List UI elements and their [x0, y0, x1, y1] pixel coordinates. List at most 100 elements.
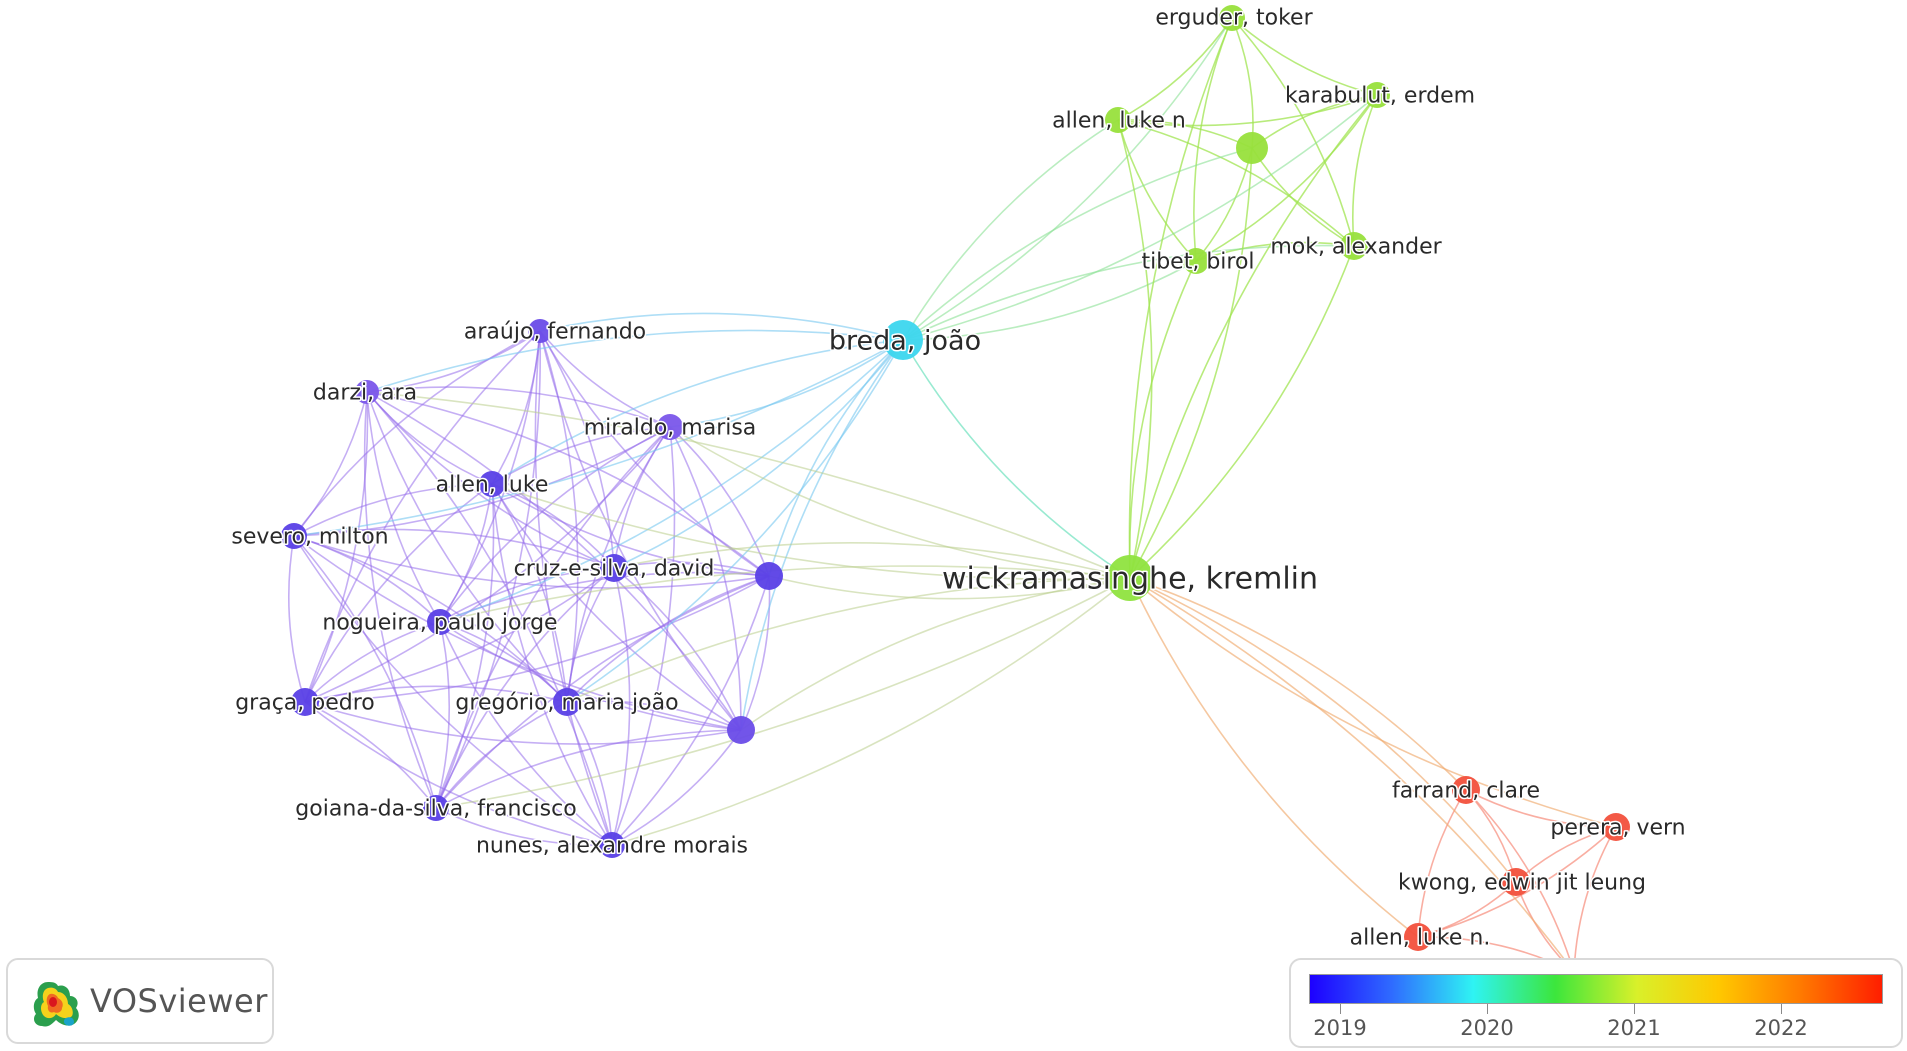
network-edge	[669, 339, 904, 428]
legend-tick	[1634, 1004, 1635, 1014]
network-node-allenlukeNdot[interactable]	[1404, 923, 1432, 951]
network-edge	[435, 621, 451, 809]
network-edge	[491, 483, 770, 577]
network-edge	[366, 391, 1131, 579]
network-edge	[439, 621, 568, 703]
network-edge	[435, 426, 671, 809]
network-edge	[1117, 17, 1233, 121]
network-edge	[1465, 789, 1517, 883]
network-node-goiana[interactable]	[423, 795, 449, 821]
network-edge	[613, 542, 1131, 579]
network-edge	[539, 330, 671, 428]
network-edge	[435, 701, 568, 809]
network-edge	[669, 426, 1131, 579]
network-edge	[1573, 826, 1617, 973]
node-label-kwong: kwong, edwin jit leung	[1398, 871, 1646, 896]
network-edge	[1117, 119, 1197, 262]
network-edge	[366, 391, 441, 623]
node-label-miraldo: miraldo, marisa	[584, 416, 757, 441]
network-edge	[1193, 17, 1233, 262]
network-edge	[287, 535, 306, 703]
network-node-darzi[interactable]	[355, 380, 379, 404]
network-node-graca[interactable]	[291, 688, 319, 716]
network-node-miraldo[interactable]	[657, 414, 683, 440]
network-edge	[366, 391, 770, 577]
network-edge	[491, 483, 568, 703]
network-node-unl3[interactable]	[1236, 132, 1268, 164]
network-node-perera[interactable]	[1602, 813, 1630, 841]
network-edge	[439, 567, 615, 623]
network-edge	[293, 483, 493, 537]
network-node-wick[interactable]	[1107, 555, 1153, 601]
network-edge	[304, 426, 671, 703]
network-edge	[566, 577, 1131, 703]
network-edge	[435, 330, 542, 809]
network-edge	[491, 483, 742, 731]
network-edge	[293, 535, 437, 809]
network-edge	[1465, 789, 1575, 973]
network-edge	[304, 330, 541, 703]
network-edge	[366, 391, 568, 703]
network-edge	[1117, 119, 1355, 247]
network-node-nunes[interactable]	[599, 832, 625, 858]
node-label-wick: wickramasinghe, kremlin	[942, 562, 1318, 597]
network-edge	[566, 701, 613, 846]
network-node-farrand[interactable]	[1452, 776, 1480, 804]
network-node-erguder[interactable]	[1219, 5, 1245, 31]
network-edge	[1352, 94, 1378, 247]
network-edge	[1128, 17, 1233, 579]
network-edge	[1231, 17, 1355, 247]
network-edges	[287, 17, 1617, 973]
node-label-allenlukeNdot: allen, luke n.	[1350, 926, 1491, 951]
network-node-allenluke[interactable]	[479, 471, 505, 497]
node-label-araujo: araújo, fernando	[464, 320, 646, 345]
network-edge	[491, 483, 615, 569]
network-edge	[435, 807, 613, 846]
network-edge	[740, 577, 1131, 731]
network-node-breda[interactable]	[883, 320, 923, 360]
network-edge	[491, 339, 904, 485]
network-edge	[491, 426, 671, 485]
network-node-kwong[interactable]	[1502, 868, 1530, 896]
network-node-karabulut[interactable]	[1364, 82, 1390, 108]
network-edge	[439, 565, 1131, 623]
network-node-allenlukeN[interactable]	[1105, 107, 1131, 133]
network-edge	[566, 575, 770, 703]
network-edge	[304, 701, 613, 846]
network-edge	[1128, 260, 1197, 579]
network-node-unl1[interactable]	[755, 562, 783, 590]
network-node-mok[interactable]	[1340, 232, 1368, 260]
node-label-nogueira: nogueira, paulo jorge	[322, 611, 557, 636]
node-label-karabulut: karabulut, erdem	[1285, 84, 1475, 109]
network-edge	[1129, 147, 1253, 579]
network-edge	[611, 567, 631, 846]
network-edge	[534, 330, 613, 846]
network-nodes[interactable]	[281, 5, 1630, 986]
network-edge	[1129, 94, 1378, 579]
network-node-cruz[interactable]	[600, 554, 628, 582]
node-label-perera: perera, vern	[1550, 816, 1685, 841]
network-node-nogueira[interactable]	[427, 609, 453, 635]
network-edge	[435, 729, 742, 809]
network-edge	[1231, 17, 1378, 96]
network-node-araujo[interactable]	[528, 319, 552, 343]
network-edge	[1129, 577, 1467, 791]
node-label-nunes: nunes, alexandre morais	[476, 834, 748, 859]
network-edge	[611, 575, 770, 846]
network-edge	[1231, 17, 1254, 149]
network-node-tibet[interactable]	[1183, 248, 1209, 274]
network-edge	[669, 426, 770, 577]
network-edge	[1129, 577, 1617, 828]
year-color-legend: 2019 2020 2021 2022	[1289, 958, 1903, 1048]
network-edge	[613, 561, 770, 577]
network-node-unl2[interactable]	[727, 716, 755, 744]
network-edge	[1417, 826, 1617, 938]
node-label-darzi: darzi, ara	[313, 381, 417, 406]
network-edge	[539, 330, 770, 577]
legend-tick	[1487, 1004, 1488, 1014]
network-node-gregorio[interactable]	[553, 688, 581, 716]
legend-tick	[1781, 1004, 1782, 1014]
network-node-severo[interactable]	[281, 523, 307, 549]
node-label-allenluke: allen, luke	[436, 473, 549, 498]
